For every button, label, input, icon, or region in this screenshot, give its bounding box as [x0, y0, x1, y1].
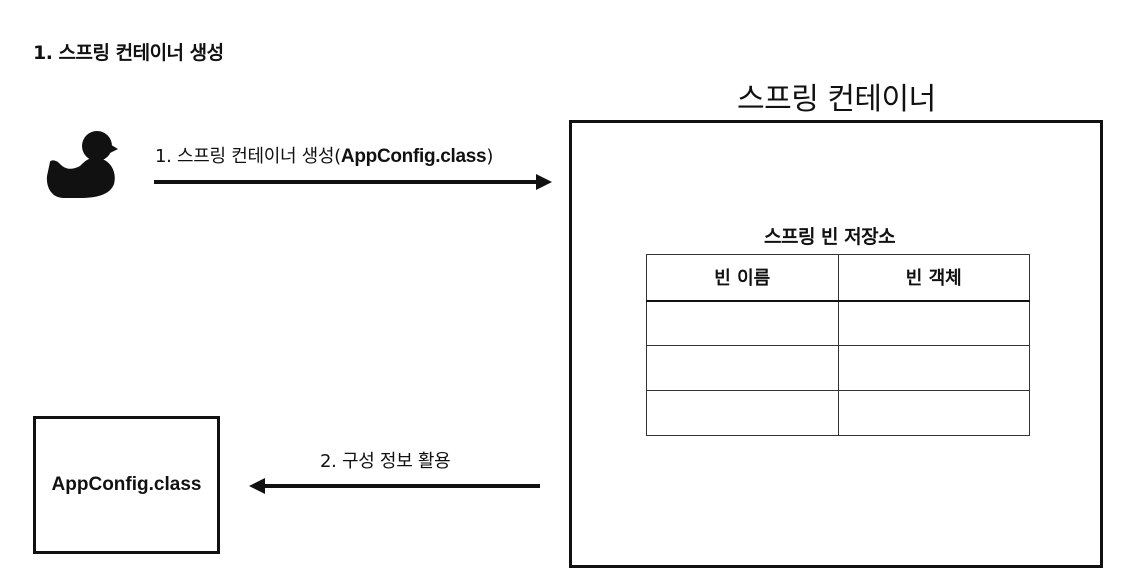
step2-label: 2. 구성 정보 활용 [320, 451, 451, 472]
create-container-arrow [154, 174, 552, 190]
table-cell [837, 390, 1030, 436]
appconfig-box: AppConfig.class [33, 416, 220, 554]
table-header-row: 빈 이름 빈 객체 [646, 254, 1030, 302]
section-title: 1. 스프링 컨테이너 생성 [33, 42, 224, 64]
appconfig-label: AppConfig.class [51, 474, 202, 495]
table-row [646, 300, 1030, 346]
step1-label-prefix: 1. 스프링 컨테이너 생성( [155, 146, 341, 167]
step1-label: 1. 스프링 컨테이너 생성(AppConfig.class) [155, 142, 493, 168]
table-cell [646, 390, 839, 436]
table-cell [646, 300, 839, 346]
table-row [646, 390, 1030, 436]
spring-container-box [569, 120, 1103, 568]
column-header-bean-object: 빈 객체 [837, 254, 1030, 302]
duck-icon [46, 131, 118, 198]
table-cell [646, 345, 839, 391]
step1-label-suffix: ) [486, 146, 494, 167]
bean-store-table: 빈 이름 빈 객체 [646, 254, 1030, 436]
use-config-arrow [249, 478, 540, 494]
bean-store-title: 스프링 빈 저장소 [764, 226, 896, 248]
container-title: 스프링 컨테이너 [737, 82, 936, 117]
table-row [646, 345, 1030, 391]
column-header-bean-name: 빈 이름 [646, 254, 839, 302]
step1-label-bold: AppConfig.class [340, 146, 487, 167]
